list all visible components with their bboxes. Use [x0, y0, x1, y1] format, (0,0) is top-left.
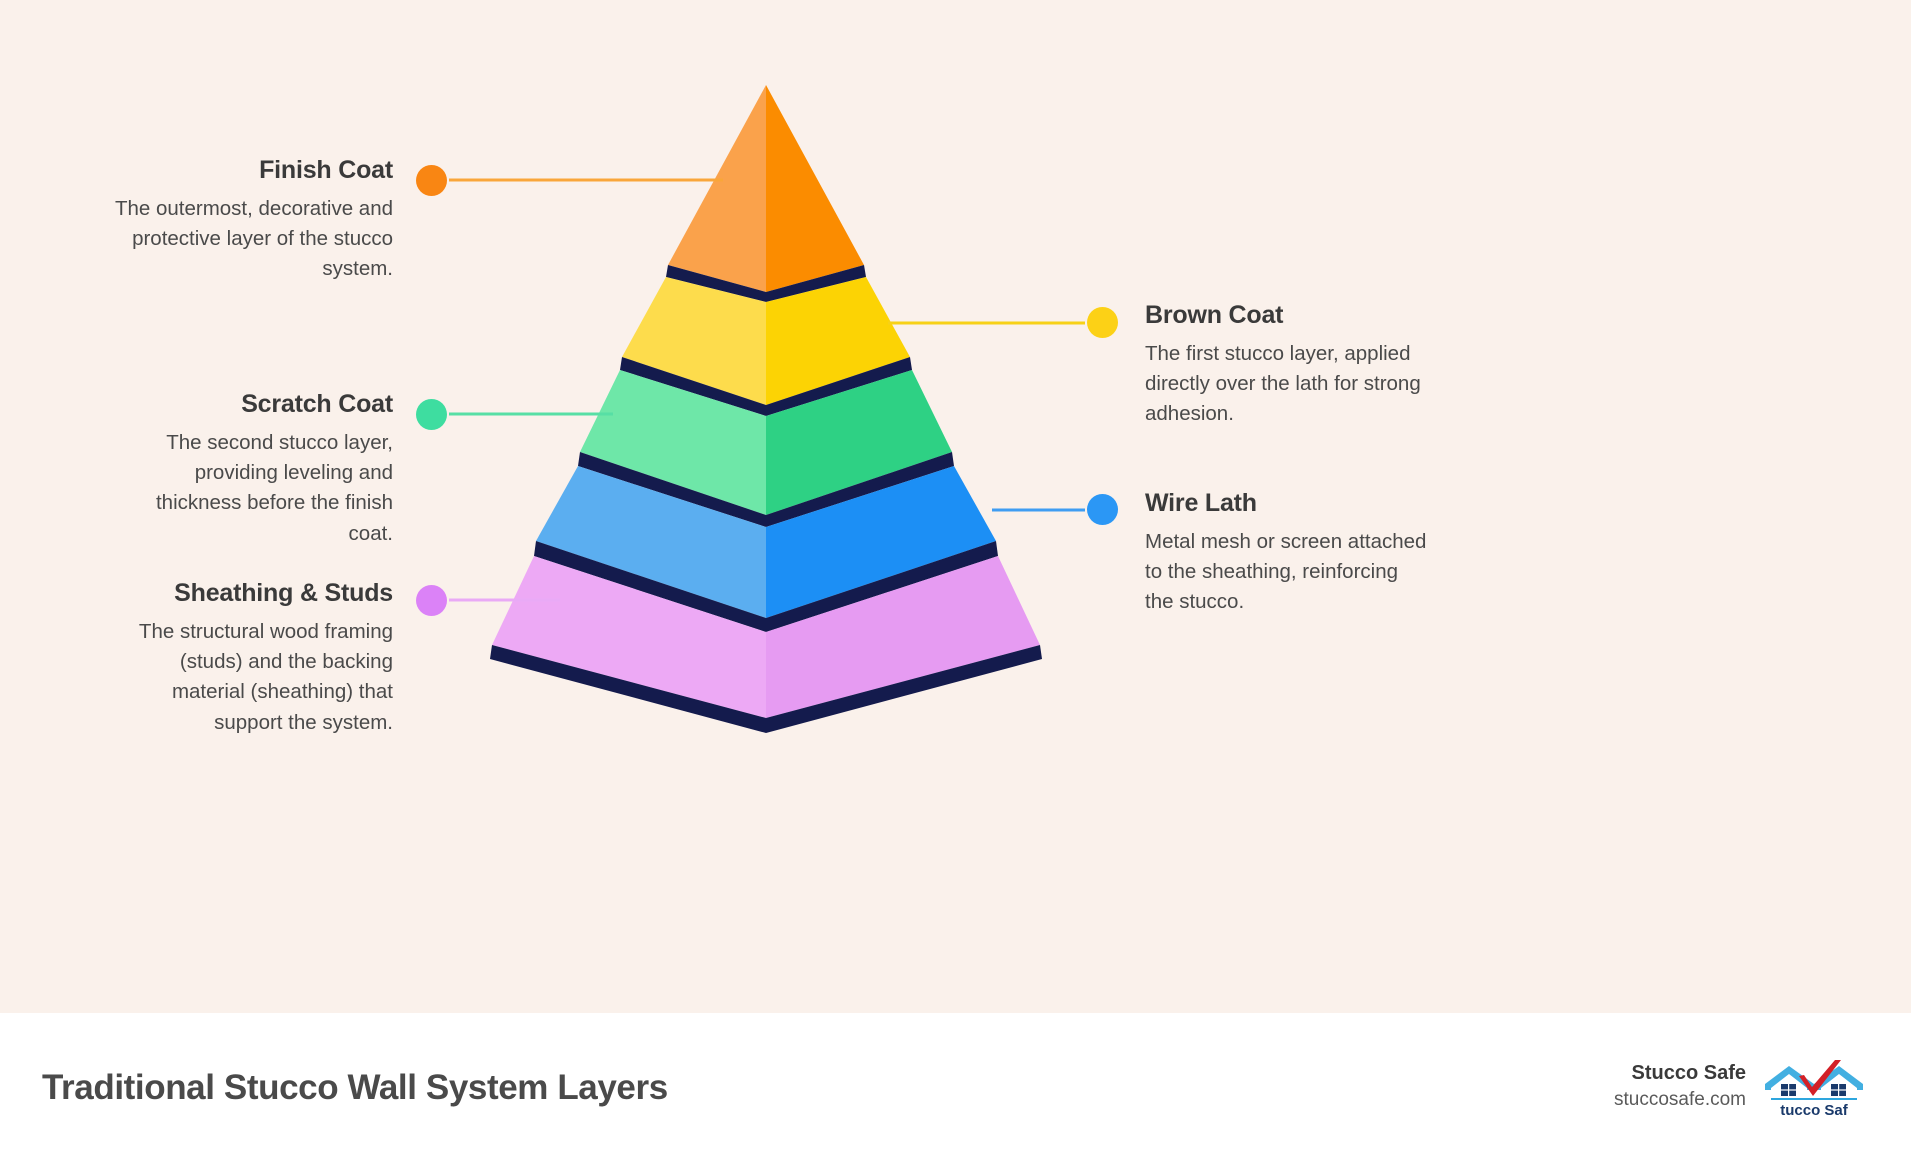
brand-name: Stucco Safe [1631, 1062, 1746, 1084]
stucco-pyramid-diagram [449, 85, 1085, 733]
footer-bar: Traditional Stucco Wall System Layers St… [0, 1013, 1911, 1160]
label-title-finish-coat: Finish Coat [259, 156, 393, 184]
label-block-finish-coat[interactable]: Finish Coat The outermost, decorative an… [113, 156, 393, 285]
label-title-wire-lath: Wire Lath [1145, 489, 1257, 517]
pyramid-layer-scratch-coat[interactable] [578, 370, 954, 527]
label-title-sheathing-studs: Sheathing & Studs [174, 579, 393, 607]
label-description-scratch-coat: The second stucco layer, providing level… [155, 430, 393, 545]
label-block-brown-coat[interactable]: Brown Coat The first stucco layer, appli… [1145, 301, 1430, 430]
stucco-safe-logo[interactable]: tucco Saf [1759, 1058, 1869, 1120]
brand-text-block: Stucco Safe stuccosafe.com [1614, 1060, 1746, 1113]
label-title-scratch-coat: Scratch Coat [241, 390, 393, 418]
pyramid-layer-wire-lath[interactable] [534, 466, 998, 632]
label-description-brown-coat: The first stucco layer, applied directly… [1145, 341, 1421, 426]
connector-dot-finish-coat[interactable] [416, 165, 447, 196]
connector-dot-sheathing-studs[interactable] [416, 585, 447, 616]
diagram-canvas: Finish Coat The outermost, decorative an… [0, 0, 1911, 1013]
pyramid-layer-sheathing-studs[interactable] [490, 556, 1042, 733]
page-title: Traditional Stucco Wall System Layers [42, 1068, 668, 1107]
connector-dot-scratch-coat[interactable] [416, 399, 447, 430]
brand-url: stuccosafe.com [1614, 1089, 1746, 1110]
label-block-wire-lath[interactable]: Wire Lath Metal mesh or screen attached … [1145, 489, 1430, 618]
label-title-brown-coat: Brown Coat [1145, 301, 1284, 329]
label-block-scratch-coat[interactable]: Scratch Coat The second stucco layer, pr… [113, 390, 393, 549]
logo-wordmark: tucco Saf [1780, 1102, 1849, 1119]
pyramid-layer-finish-coat[interactable] [666, 85, 866, 302]
label-block-sheathing-studs[interactable]: Sheathing & Studs The structural wood fr… [113, 579, 393, 738]
connector-dot-brown-coat[interactable] [1087, 307, 1118, 338]
label-description-finish-coat: The outermost, decorative and protective… [114, 196, 393, 281]
pyramid-layer-brown-coat[interactable] [620, 277, 912, 416]
connector-dot-wire-lath[interactable] [1087, 494, 1118, 525]
label-description-wire-lath: Metal mesh or screen attached to the she… [1145, 529, 1427, 614]
label-description-sheathing-studs: The structural wood framing (studs) and … [138, 619, 393, 734]
